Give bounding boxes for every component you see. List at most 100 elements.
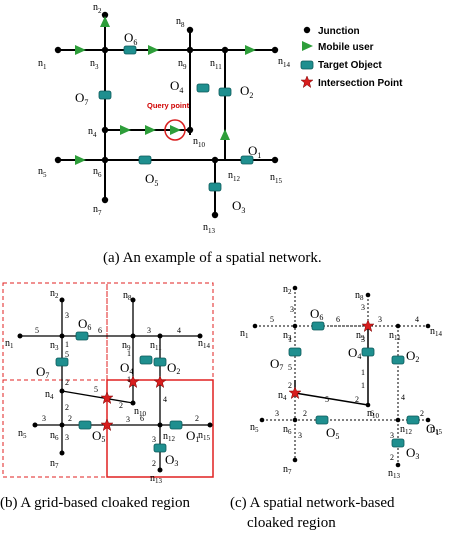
node-label-n1: n1 xyxy=(38,58,47,71)
svg-text:3: 3 xyxy=(361,335,365,344)
svg-text:1: 1 xyxy=(288,335,292,344)
svg-text:6: 6 xyxy=(336,315,340,324)
node-label-n14: n14 xyxy=(278,56,291,69)
svg-text:1: 1 xyxy=(65,340,69,349)
svg-text:n14: n14 xyxy=(198,338,211,350)
svg-text:n6: n6 xyxy=(50,430,59,442)
svg-text:n4: n4 xyxy=(45,389,54,401)
svg-text:n1: n1 xyxy=(240,328,249,340)
caption-a: (a) An example of a spatial network. xyxy=(103,250,322,266)
svg-text:O2: O2 xyxy=(406,348,419,364)
svg-text:2: 2 xyxy=(152,459,156,468)
svg-text:2: 2 xyxy=(390,453,394,462)
svg-text:n3: n3 xyxy=(283,330,292,342)
caption-b: (b) A grid-based cloaked region xyxy=(0,495,190,511)
svg-text:6: 6 xyxy=(98,326,102,335)
svg-text:O6: O6 xyxy=(310,306,323,322)
svg-text:3: 3 xyxy=(290,305,294,314)
svg-text:n13: n13 xyxy=(150,473,163,485)
svg-text:n4: n4 xyxy=(278,390,287,402)
svg-text:O4: O4 xyxy=(348,345,361,361)
svg-text:5: 5 xyxy=(94,385,98,394)
svg-text:2: 2 xyxy=(303,409,307,418)
node-label-n6: n6 xyxy=(93,166,102,179)
svg-text:n9: n9 xyxy=(122,340,131,352)
node-label-n4: n4 xyxy=(88,126,97,139)
svg-text:O3: O3 xyxy=(165,452,178,468)
svg-text:n12: n12 xyxy=(163,431,176,443)
svg-text:2: 2 xyxy=(420,409,424,418)
svg-text:n5: n5 xyxy=(18,428,27,440)
svg-text:n9: n9 xyxy=(356,330,365,342)
legend-target-object: Target Object xyxy=(318,60,382,71)
node-label-n9: n9 xyxy=(178,58,187,71)
svg-text:6: 6 xyxy=(370,409,374,418)
svg-text:n5: n5 xyxy=(250,422,259,434)
node-label-n8: n8 xyxy=(176,16,185,29)
svg-text:O7: O7 xyxy=(270,356,283,372)
svg-text:n14: n14 xyxy=(430,326,443,338)
svg-text:5: 5 xyxy=(65,350,69,359)
svg-text:3: 3 xyxy=(126,415,130,424)
object-label-o4: O4 xyxy=(170,78,183,95)
svg-text:5: 5 xyxy=(35,326,39,335)
svg-text:n6: n6 xyxy=(283,424,292,436)
svg-text:n8: n8 xyxy=(355,290,364,302)
legend-junction: Junction xyxy=(318,26,360,37)
svg-text:2: 2 xyxy=(288,381,292,390)
svg-text:5: 5 xyxy=(325,395,329,404)
junction-icon xyxy=(303,26,311,34)
svg-text:n3: n3 xyxy=(50,340,59,352)
panel-a-network: Query point n1 n2 n3 n4 n5 n6 n7 n8 n9 n… xyxy=(38,2,291,235)
svg-text:4: 4 xyxy=(401,393,405,402)
object-label-o2: O2 xyxy=(240,83,253,100)
svg-text:3: 3 xyxy=(275,409,279,418)
node-label-n12: n12 xyxy=(228,170,241,183)
caption-c-line2: cloaked region xyxy=(247,515,336,531)
object-label-o5: O5 xyxy=(145,171,158,188)
svg-text:n8: n8 xyxy=(123,290,132,302)
node-label-n15: n15 xyxy=(270,172,283,185)
svg-text:4: 4 xyxy=(177,326,181,335)
legend: Junction Mobile user Target Object Inter… xyxy=(300,26,403,89)
query-point-circle xyxy=(164,119,186,141)
svg-text:n11: n11 xyxy=(389,330,401,342)
svg-text:4: 4 xyxy=(163,395,167,404)
svg-text:1: 1 xyxy=(361,368,365,377)
node-label-n7: n7 xyxy=(93,204,102,217)
node-label-n3: n3 xyxy=(90,58,99,71)
svg-text:2: 2 xyxy=(119,401,123,410)
svg-text:2: 2 xyxy=(65,378,69,387)
svg-text:3: 3 xyxy=(147,326,151,335)
svg-text:3: 3 xyxy=(390,431,394,440)
svg-text:3: 3 xyxy=(152,435,156,444)
object-label-o7: O7 xyxy=(75,90,88,107)
svg-text:3: 3 xyxy=(65,311,69,320)
svg-text:1: 1 xyxy=(361,381,365,390)
object-label-o6: O6 xyxy=(124,30,137,47)
svg-text:1: 1 xyxy=(127,375,131,384)
svg-text:n2: n2 xyxy=(283,284,292,296)
svg-text:3: 3 xyxy=(378,315,382,324)
mobile-user-icon xyxy=(302,41,313,51)
svg-text:3: 3 xyxy=(65,433,69,442)
svg-text:O6: O6 xyxy=(78,316,91,332)
svg-text:2: 2 xyxy=(195,414,199,423)
svg-text:n13: n13 xyxy=(388,468,401,480)
svg-text:n15: n15 xyxy=(198,430,211,442)
svg-text:1: 1 xyxy=(127,349,131,358)
svg-text:O3: O3 xyxy=(406,445,419,461)
target-object-icon xyxy=(300,60,314,70)
legend-intersection-point: Intersection Point xyxy=(318,78,403,89)
svg-text:O1: O1 xyxy=(426,421,439,437)
svg-text:O2: O2 xyxy=(167,360,180,376)
svg-text:3: 3 xyxy=(361,303,365,312)
query-point-label: Query point xyxy=(147,101,190,110)
object-label-o1: O1 xyxy=(248,143,261,160)
node-label-n2: n2 xyxy=(93,2,102,15)
svg-text:5: 5 xyxy=(288,363,292,372)
svg-text:n10: n10 xyxy=(134,406,147,418)
